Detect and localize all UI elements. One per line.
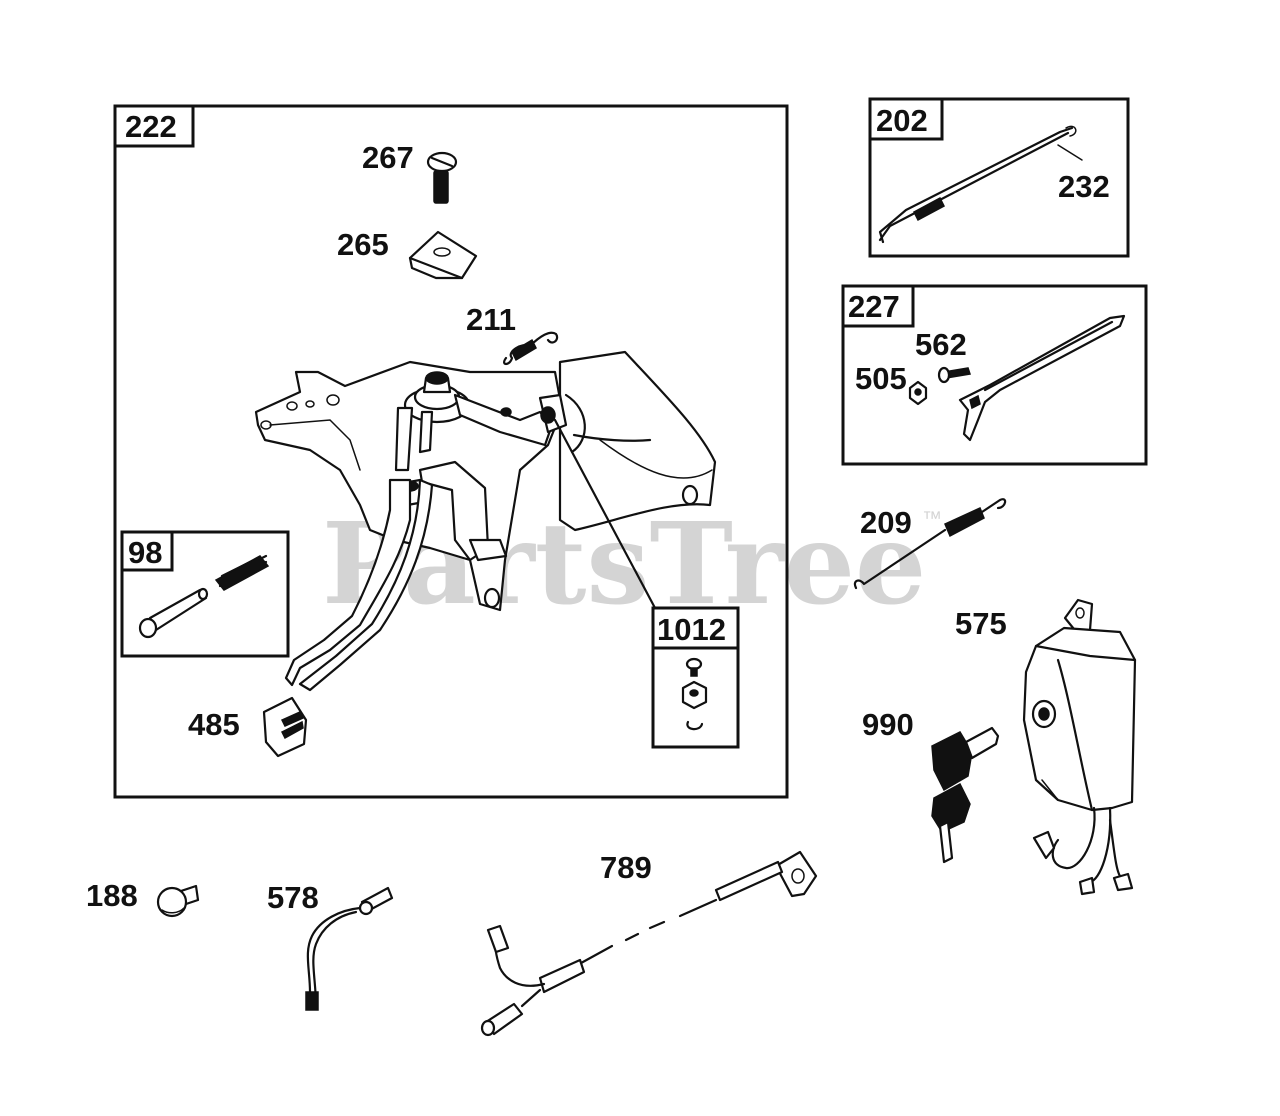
assembly-98-frame[interactable]: 98 bbox=[120, 530, 290, 658]
watermark-trademark: ™ bbox=[922, 508, 942, 530]
part-505-nut[interactable]: 505 bbox=[855, 361, 928, 406]
label-575: 575 bbox=[955, 606, 1007, 641]
part-209-spring[interactable]: 209 bbox=[853, 498, 1007, 590]
label-990: 990 bbox=[862, 707, 914, 742]
label-505: 505 bbox=[855, 361, 907, 396]
part-578-ground-wire[interactable]: 578 bbox=[267, 880, 394, 1011]
part-202-governor-link[interactable]: 232 bbox=[878, 125, 1110, 244]
box-label-98: 98 bbox=[128, 535, 162, 570]
part-485-lever-boot[interactable]: 485 bbox=[188, 696, 308, 758]
assembly-1012-frame[interactable]: 1012 bbox=[651, 606, 740, 749]
label-485: 485 bbox=[188, 707, 240, 742]
label-209: 209 bbox=[860, 505, 912, 540]
label-267: 267 bbox=[362, 140, 414, 175]
part-575-key-switch[interactable]: 575 bbox=[955, 598, 1137, 896]
label-211: 211 bbox=[466, 302, 516, 337]
box-label-202: 202 bbox=[876, 103, 928, 138]
assembly-227-frame[interactable]: 227 bbox=[841, 284, 1148, 466]
box-label-227: 227 bbox=[848, 289, 900, 324]
label-562: 562 bbox=[915, 327, 967, 362]
part-990-keys[interactable]: 990 bbox=[862, 707, 1000, 864]
label-188: 188 bbox=[86, 878, 138, 913]
part-789-spark-plug-wire[interactable]: 789 bbox=[480, 850, 818, 1037]
label-578: 578 bbox=[267, 880, 319, 915]
assembly-202-frame[interactable]: 202 bbox=[868, 97, 1130, 258]
label-232: 232 bbox=[1058, 169, 1110, 204]
part-1012-swivel-kit[interactable] bbox=[681, 657, 708, 731]
part-267-screw[interactable]: 267 bbox=[362, 140, 458, 204]
part-562-screw[interactable]: 562 bbox=[915, 327, 971, 384]
part-98-pin-and-spring[interactable] bbox=[138, 554, 270, 639]
box-label-222: 222 bbox=[125, 109, 177, 144]
box-label-1012: 1012 bbox=[657, 612, 726, 647]
part-265-cable-clip[interactable]: 265 bbox=[337, 227, 478, 280]
label-265: 265 bbox=[337, 227, 389, 262]
part-188-bolt[interactable]: 188 bbox=[86, 878, 200, 918]
label-789: 789 bbox=[600, 850, 652, 885]
part-227-governor-lever[interactable] bbox=[958, 314, 1126, 442]
part-control-bracket-assembly[interactable] bbox=[254, 350, 717, 692]
part-211-spring[interactable]: 211 bbox=[466, 302, 559, 366]
assembly-222-frame[interactable]: 222 bbox=[113, 104, 789, 799]
